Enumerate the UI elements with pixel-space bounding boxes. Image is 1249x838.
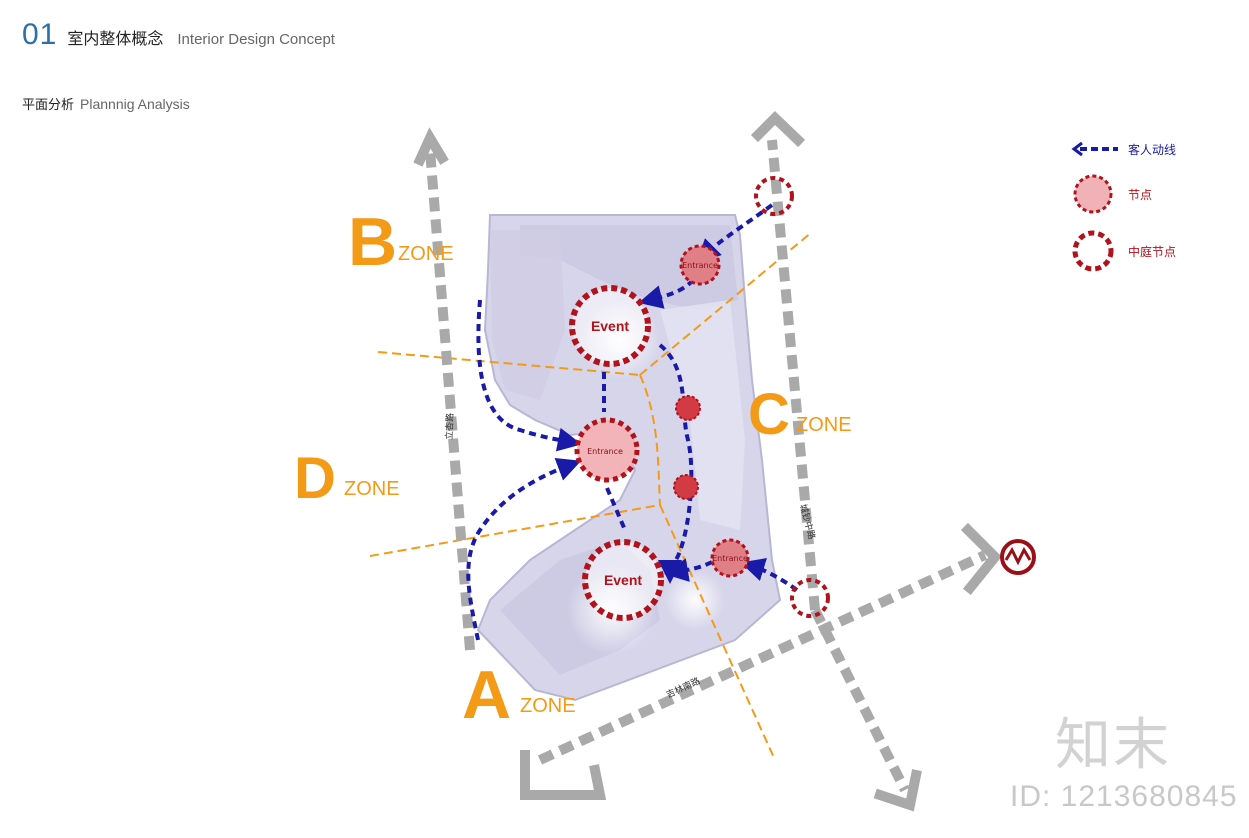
watermark-brand: 知末 (1055, 713, 1171, 778)
zone-a-word: ZONE (520, 695, 576, 717)
legend-item-flow: 客人动线 (1071, 141, 1176, 157)
legend-item-atrium: 中庭节点 (1072, 230, 1176, 272)
zone-d-letter: D (294, 446, 336, 511)
light-glow (665, 570, 725, 630)
zone-b-letter: B (348, 204, 397, 280)
node-circle (673, 474, 699, 500)
dashed-arrow-icon (1071, 141, 1083, 157)
legend: 客人动线 节点 中庭节点 (1071, 141, 1176, 272)
zone-a-label: A ZONE (462, 657, 576, 733)
zone-c-letter: C (748, 382, 790, 447)
zone-c-label: C ZONE (748, 382, 852, 447)
atrium-node-icon (1072, 230, 1114, 272)
zone-d-label: D ZONE (294, 446, 400, 511)
legend-label-node: 节点 (1128, 188, 1152, 202)
legend-label-atrium: 中庭节点 (1128, 244, 1176, 259)
section-title-cn: 室内整体概念 (67, 29, 164, 48)
watermark-id: ID: 1213680845 (1010, 780, 1238, 813)
metro-icon (1000, 539, 1036, 575)
legend-label-flow: 客人动线 (1128, 142, 1176, 157)
road-label-right: 城钞中路 (797, 503, 818, 541)
entrance-node-middle: Entrance (574, 417, 640, 483)
zone-b-label: B ZONE (348, 204, 454, 280)
road-arrows (425, 139, 988, 793)
section-number: 01 (22, 18, 58, 51)
building-block-west (490, 230, 565, 400)
building-block-east (660, 300, 745, 530)
page-subheader: 平面分析 Plannnig Analysis (22, 94, 190, 113)
event-node-top: Event (569, 285, 651, 367)
entrance-label-right: Entrance (712, 554, 748, 563)
node-circle (675, 395, 701, 421)
page-header: 01 室内整体概念 Interior Design Concept (22, 18, 335, 58)
zone-b-word: ZONE (398, 243, 454, 265)
zone-d-word: ZONE (344, 478, 400, 500)
entrance-node-top: Entrance (679, 244, 721, 286)
legend-item-node: 节点 (1073, 174, 1152, 214)
subtitle-cn: 平面分析 (22, 98, 75, 113)
zone-a-letter: A (462, 657, 511, 733)
entry-node-east (790, 578, 830, 618)
entrance-node-right: Entrance (710, 538, 750, 578)
entry-node-north (754, 176, 794, 216)
event-label-top: Event (591, 318, 629, 334)
road-label-left: 立杏路 (443, 413, 456, 440)
entrance-label-middle: Entrance (587, 447, 623, 456)
entrance-label-top: Entrance (682, 261, 718, 270)
event-label-bottom: Event (604, 572, 642, 588)
node-circle-icon (1073, 174, 1113, 214)
event-node-bottom: Event (582, 539, 664, 621)
zone-c-word: ZONE (796, 414, 852, 436)
subtitle-en: Plannnig Analysis (80, 96, 190, 112)
road-arrowheads (413, 111, 1002, 812)
section-title-en: Interior Design Concept (177, 31, 335, 48)
